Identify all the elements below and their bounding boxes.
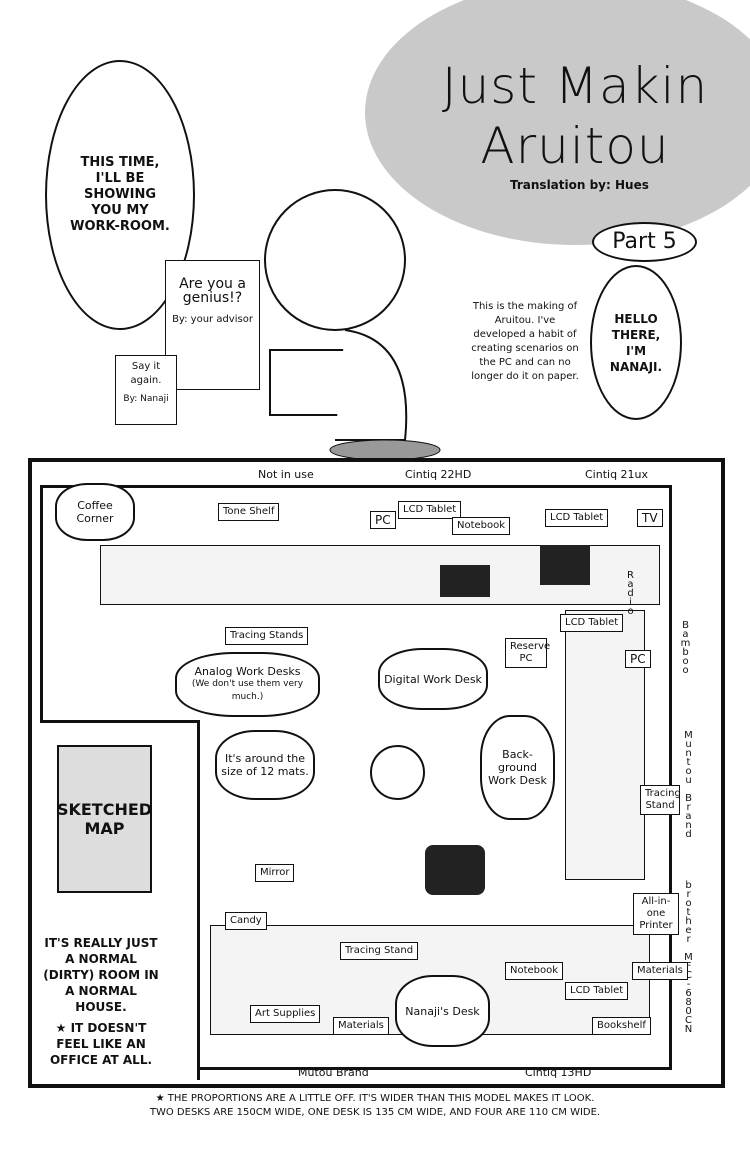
title-background — [365, 0, 750, 245]
analog-sub: (We don't use them very much.) — [191, 679, 304, 702]
label-pc: PC — [370, 511, 396, 529]
poster-genius-text: Are you a genius!? — [179, 276, 246, 306]
label-lcd-tablet: LCD Tablet — [398, 501, 462, 519]
label-bookshelf: Bookshelf — [592, 1017, 651, 1035]
label-art-supplies: Art Supplies — [250, 1005, 321, 1023]
label-cintiq-21ux: Cintiq 21ux — [585, 468, 649, 481]
making-note: This is the making of Aruitou. I've deve… — [471, 301, 579, 382]
sketched-map-sign: SKETCHED MAP — [57, 745, 152, 893]
normal-room-note: IT'S REALLY JUST A NORMAL (DIRTY) ROOM I… — [43, 936, 159, 1014]
analog-title: Analog Work Desks — [194, 665, 301, 678]
footnote-line2: TWO DESKS ARE 150CM WIDE, ONE DESK IS 13… — [149, 1107, 601, 1118]
label-tracing-stand: Tracing Stand — [340, 942, 419, 960]
label-not-in-use: Not in use — [258, 468, 314, 481]
poster-say-again: Say it again. By: Nanaji — [115, 355, 177, 425]
part-label: Part 5 — [592, 222, 697, 262]
poster-genius-by: By: your advisor — [172, 314, 253, 325]
analog-work-desks-cloud: Analog Work Desks (We don't use them ver… — [175, 652, 320, 717]
title-line2: Aruitou — [480, 117, 670, 175]
label-tv: TV — [637, 509, 663, 527]
label-brother-printer: brother MFC-680CN — [683, 880, 694, 1033]
size-cloud: It's around the size of 12 mats. — [215, 730, 315, 800]
label-lcd-tablet: LCD Tablet — [560, 614, 624, 632]
label-mutou-brand-bottom: Mutou Brand — [298, 1066, 369, 1079]
lcd-tablet-shape — [440, 565, 490, 597]
nanajis-desk-cloud: Nanaji's Desk — [395, 975, 490, 1047]
label-all-in-one-printer: All-in-one Printer — [633, 893, 679, 935]
poster-genius: Are you a genius!? By: your advisor — [165, 260, 260, 390]
chair — [425, 845, 485, 895]
nanaji-illustration — [264, 189, 441, 460]
label-lcd-tablet: LCD Tablet — [545, 509, 609, 527]
lcd-tablet-shape-2 — [540, 545, 590, 585]
label-cintiq-13hd: Cintiq 13HD — [525, 1066, 592, 1079]
label-tracing-stands: Tracing Stands — [225, 627, 309, 645]
poster-say-again-by: By: Nanaji — [123, 394, 169, 404]
label-materials: Materials — [632, 962, 688, 980]
label-tracing-stand: Tracing Stand — [640, 785, 681, 815]
poster-say-again-text: Say it again. — [130, 361, 162, 386]
label-mirror: Mirror — [255, 864, 295, 882]
translation-credit: Translation by: Hues — [510, 178, 649, 192]
label-mutou-brand: Muntou Brand — [683, 730, 694, 838]
label-candy: Candy — [225, 912, 267, 930]
coffee-corner-label: Coffee Corner — [55, 483, 135, 541]
nanaji-figure — [370, 745, 425, 800]
label-bamboo: Bamboo — [680, 620, 691, 674]
label-radio: Radio — [625, 570, 636, 615]
label-lcd-tablet: LCD Tablet — [565, 982, 629, 1000]
footnote-line1: ★ THE PROPORTIONS ARE A LITTLE OFF. IT'S… — [155, 1093, 595, 1104]
label-tone-shelf: Tone Shelf — [218, 503, 280, 521]
footnote: ★ THE PROPORTIONS ARE A LITTLE OFF. IT'S… — [0, 1092, 750, 1120]
label-cintiq-22hd: Cintiq 22HD — [405, 468, 472, 481]
label-notebook: Notebook — [452, 517, 511, 535]
background-work-desk-cloud: Back-ground Work Desk — [480, 715, 555, 820]
label-materials: Materials — [333, 1017, 389, 1035]
label-pc: PC — [625, 650, 651, 668]
label-reserve-pc: Reserve PC — [505, 638, 550, 668]
speech-bubble-hello: HELLO THERE, I'M NANAJI. — [590, 265, 682, 420]
title-line1: Just Makin — [441, 57, 709, 115]
digital-work-desk-cloud: Digital Work Desk — [378, 648, 488, 710]
office-note: ★ IT DOESN'T FEEL LIKE AN OFFICE AT ALL. — [49, 1021, 153, 1067]
map-frame — [28, 458, 725, 1088]
label-notebook: Notebook — [505, 962, 564, 980]
